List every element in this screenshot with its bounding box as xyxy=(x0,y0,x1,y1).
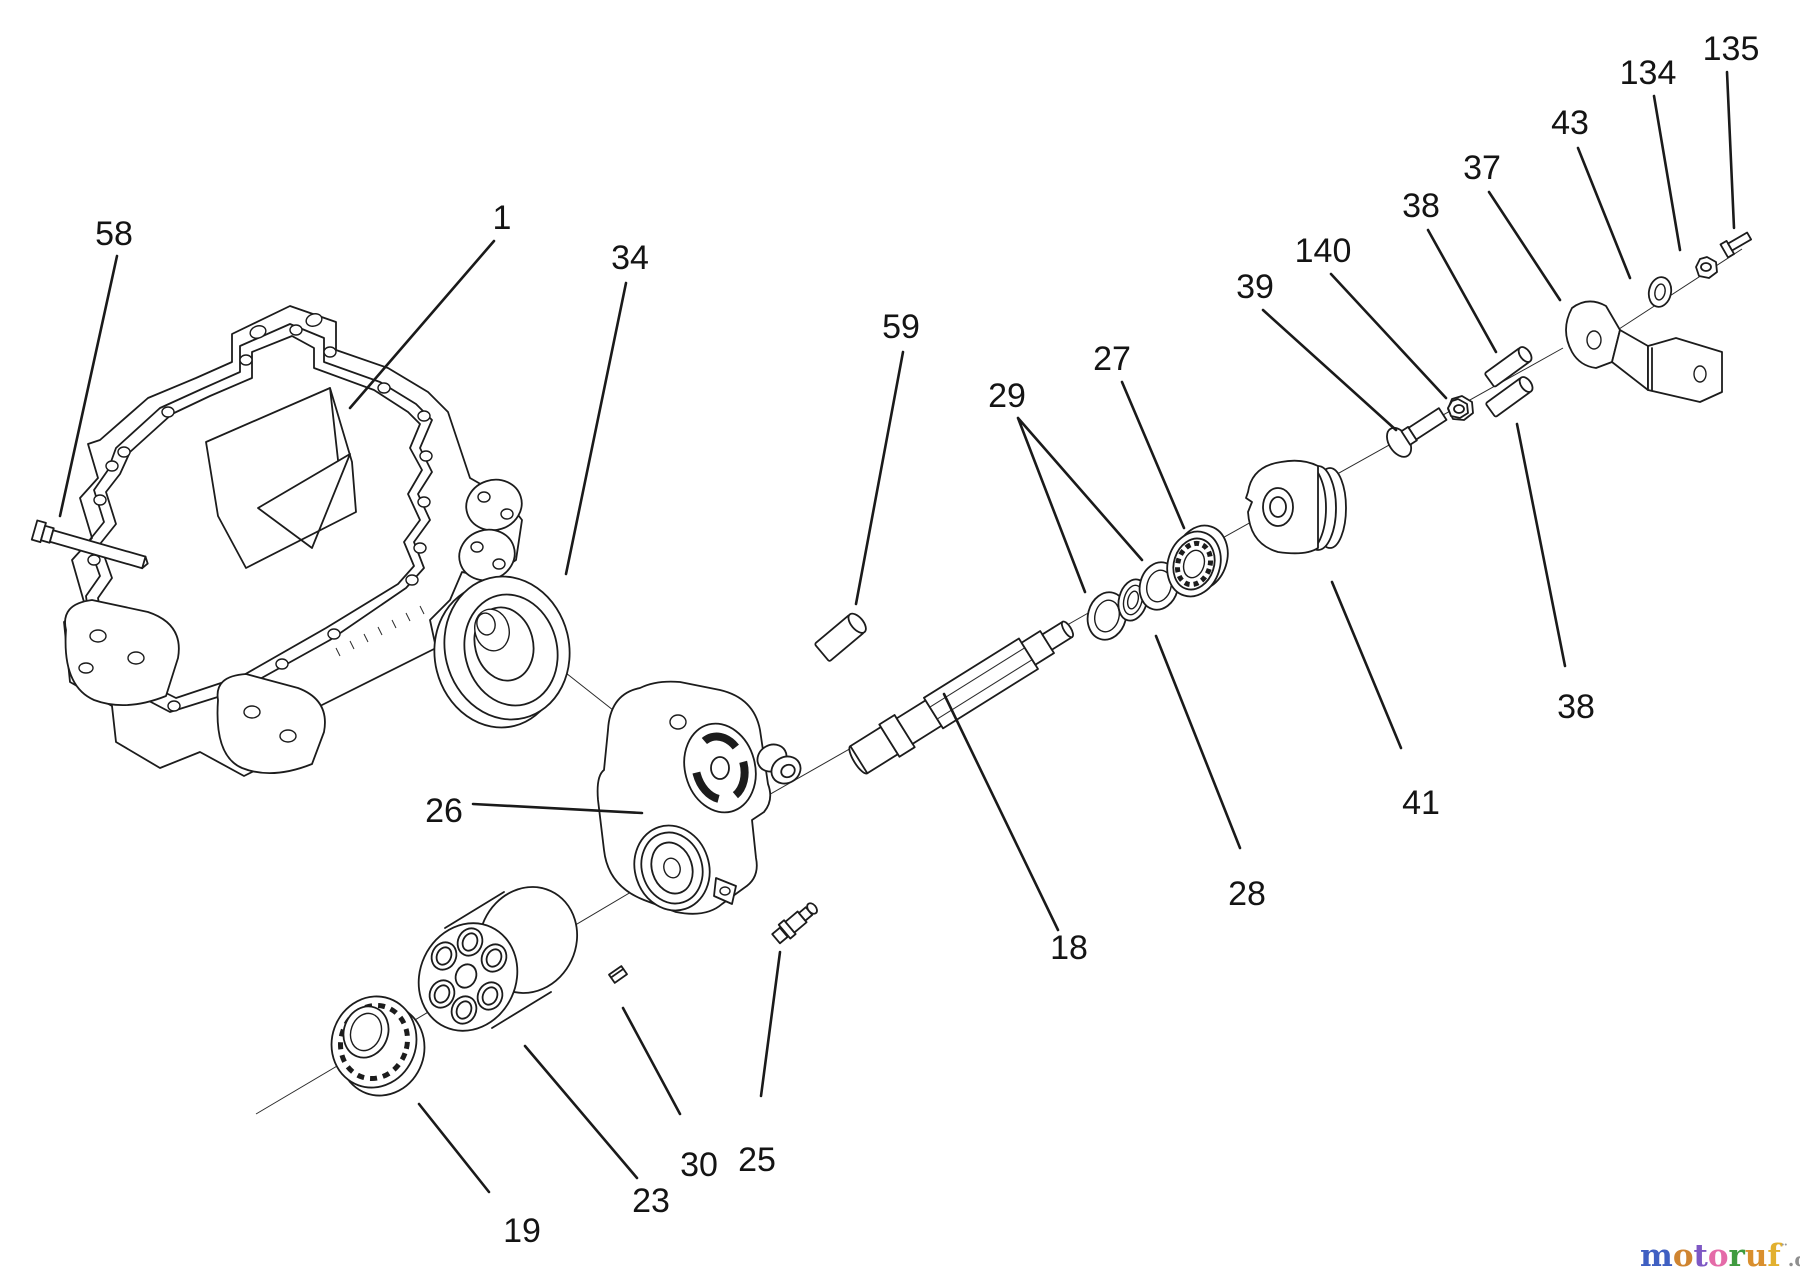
callout-23: 23 xyxy=(632,1182,670,1220)
housing-rib xyxy=(257,453,351,549)
callout-28: 28 xyxy=(1228,875,1266,913)
part-nut-134 xyxy=(1695,256,1718,279)
part-valve-25 xyxy=(771,902,818,945)
logo-trademark-dots: ¨ xyxy=(1780,1242,1788,1259)
logo-letter-f: f xyxy=(1767,1238,1781,1274)
logo-tld: .de xyxy=(1787,1249,1800,1271)
leader-26 xyxy=(471,802,644,815)
callout-29: 29 xyxy=(988,377,1026,415)
part-pump-body-26 xyxy=(596,680,802,915)
leader-41 xyxy=(1330,580,1403,750)
logo-letter-m: m xyxy=(1640,1238,1673,1274)
housing-ear-hole xyxy=(249,325,267,339)
callout-37: 37 xyxy=(1463,149,1501,187)
part-fan-hub-41 xyxy=(1245,459,1347,555)
part-pulley-34 xyxy=(433,575,571,729)
leader-25 xyxy=(759,950,782,1098)
leader-37 xyxy=(1487,190,1562,302)
callout-41: 41 xyxy=(1402,784,1440,822)
leader-23 xyxy=(523,1044,639,1180)
pump-face-bolt xyxy=(669,714,687,730)
part-bracket-43 xyxy=(1565,300,1723,403)
callout-30: 30 xyxy=(680,1146,718,1184)
callout-18: 18 xyxy=(1050,929,1088,967)
part-washer-134 xyxy=(1647,276,1673,308)
leader-58 xyxy=(58,254,119,518)
leader-38-right xyxy=(1515,422,1567,668)
callout-26: 26 xyxy=(425,792,463,830)
leader-1 xyxy=(348,239,496,410)
callout-38-right: 38 xyxy=(1557,688,1595,726)
leader-43 xyxy=(1576,146,1632,280)
leader-18 xyxy=(942,692,1060,932)
part-pin-38-upper xyxy=(1484,346,1533,388)
callout-1: 1 xyxy=(493,199,512,237)
callout-135: 135 xyxy=(1703,30,1760,68)
leader-59 xyxy=(854,350,905,606)
callout-140: 140 xyxy=(1295,232,1352,270)
leader-34 xyxy=(564,281,628,576)
part-bearing-27 xyxy=(1166,524,1229,598)
part-pin-38-lower xyxy=(1485,376,1534,418)
callout-59: 59 xyxy=(882,308,920,346)
callout-38-top: 38 xyxy=(1402,187,1440,225)
leader-19 xyxy=(417,1102,491,1194)
leader-28 xyxy=(1154,634,1242,850)
callout-134: 134 xyxy=(1620,54,1677,92)
logo-letter-o1: o xyxy=(1672,1238,1694,1274)
pump-kidney-ports xyxy=(691,732,749,804)
part-locknut-140 xyxy=(1447,395,1474,421)
part-cylinder-block-23 xyxy=(417,886,579,1032)
callout-labels: 58 1 34 59 29 27 39 140 38 37 43 134 135… xyxy=(95,30,1759,1250)
bracket-hole xyxy=(1693,365,1707,383)
leader-29 xyxy=(1016,416,1144,594)
part-screw-39 xyxy=(1386,407,1448,458)
housing-foot xyxy=(216,673,326,775)
leader-140 xyxy=(1329,272,1448,400)
logo-letter-t: t xyxy=(1693,1238,1708,1274)
callout-58: 58 xyxy=(95,215,133,253)
leader-39 xyxy=(1261,308,1398,432)
block-spline-bore xyxy=(454,963,478,989)
callout-39: 39 xyxy=(1236,268,1274,306)
part-thrust-bearing-19 xyxy=(330,995,426,1097)
housing-foot xyxy=(64,599,180,707)
part-bolt-58 xyxy=(30,519,149,570)
part-shaft-18 xyxy=(848,620,1074,775)
leader-30 xyxy=(621,1006,682,1116)
motoruf-watermark: motoruf¨.de xyxy=(1640,1238,1800,1274)
leader-27 xyxy=(1120,380,1186,530)
callout-34: 34 xyxy=(611,239,649,277)
bracket-pivot-hole xyxy=(1586,330,1602,350)
part-washer-29a xyxy=(1086,591,1128,641)
leader-38-top xyxy=(1426,228,1498,354)
part-key-30 xyxy=(608,965,628,984)
part-screw-135 xyxy=(1719,231,1753,259)
bearing-cage xyxy=(1174,540,1214,588)
logo-letter-r: r xyxy=(1728,1238,1745,1274)
shaft-spline xyxy=(923,637,1039,730)
leader-134 xyxy=(1652,94,1682,252)
housing-ear-hole xyxy=(305,313,323,327)
callout-43: 43 xyxy=(1551,104,1589,142)
logo-letter-o2: o xyxy=(1707,1238,1729,1274)
leader-135 xyxy=(1725,70,1736,230)
callout-25: 25 xyxy=(738,1141,776,1179)
callout-27: 27 xyxy=(1093,340,1131,378)
part-pin-59 xyxy=(814,612,867,662)
housing-gasket-ticks xyxy=(335,605,425,657)
block-piston-bores xyxy=(428,927,508,1025)
part-housing xyxy=(63,305,523,777)
callout-19: 19 xyxy=(503,1212,541,1250)
callout-leaders xyxy=(58,70,1736,1194)
logo-letter-u: u xyxy=(1744,1238,1768,1274)
